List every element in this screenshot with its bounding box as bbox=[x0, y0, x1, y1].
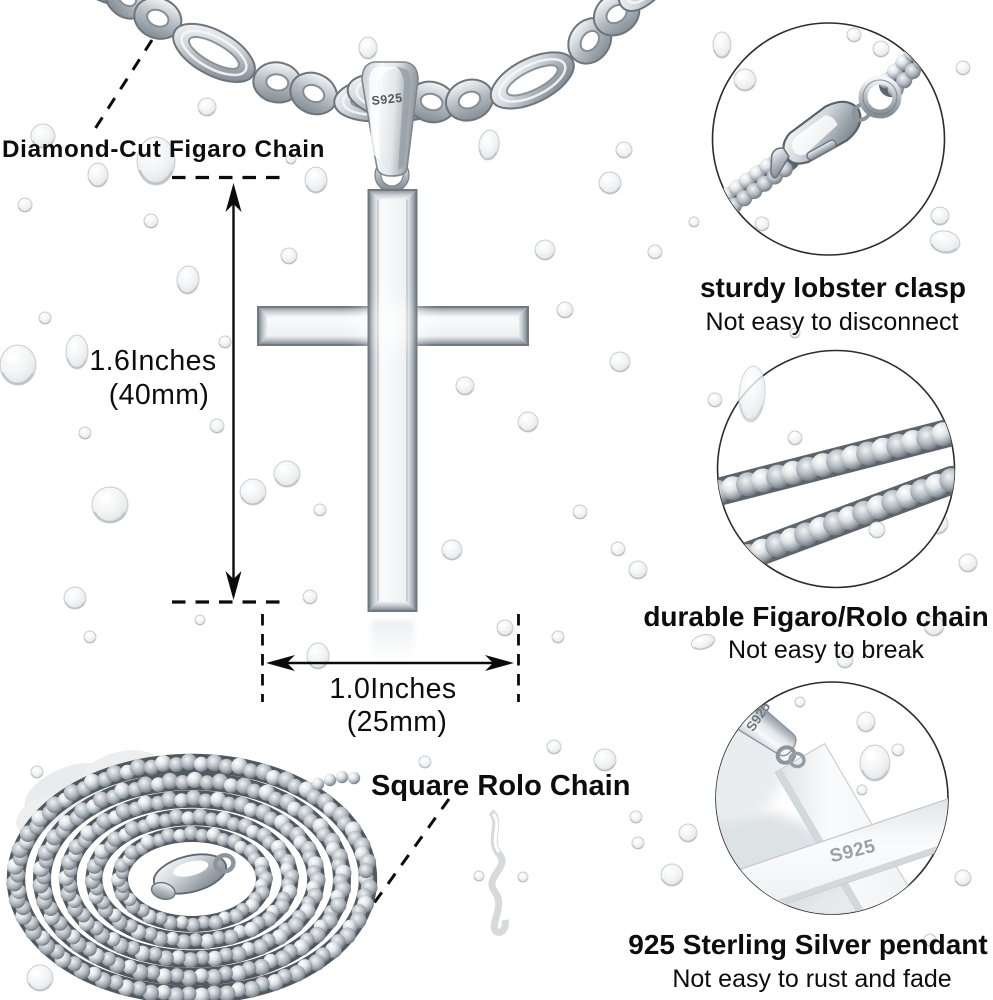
svg-text:Not easy to disconnect: Not easy to disconnect bbox=[706, 308, 959, 336]
svg-text:Not easy to break: Not easy to break bbox=[728, 636, 924, 664]
svg-text:1.0Inches: 1.0Inches bbox=[329, 673, 456, 705]
svg-text:sturdy lobster clasp: sturdy lobster clasp bbox=[700, 272, 966, 303]
svg-text:Not easy to rust and fade: Not easy to rust and fade bbox=[672, 965, 951, 993]
svg-text:925 Sterling Silver pendant: 925 Sterling Silver pendant bbox=[628, 929, 987, 960]
svg-text:S925: S925 bbox=[371, 91, 403, 108]
svg-text:Diamond-Cut Figaro Chain: Diamond-Cut Figaro Chain bbox=[2, 136, 325, 163]
svg-text:1.6Inches: 1.6Inches bbox=[89, 345, 216, 377]
svg-text:(25mm): (25mm) bbox=[347, 706, 448, 738]
svg-text:(40mm): (40mm) bbox=[109, 379, 210, 411]
svg-text:Square Rolo Chain: Square Rolo Chain bbox=[371, 770, 630, 802]
svg-text:durable Figaro/Rolo chain: durable Figaro/Rolo chain bbox=[643, 601, 988, 632]
